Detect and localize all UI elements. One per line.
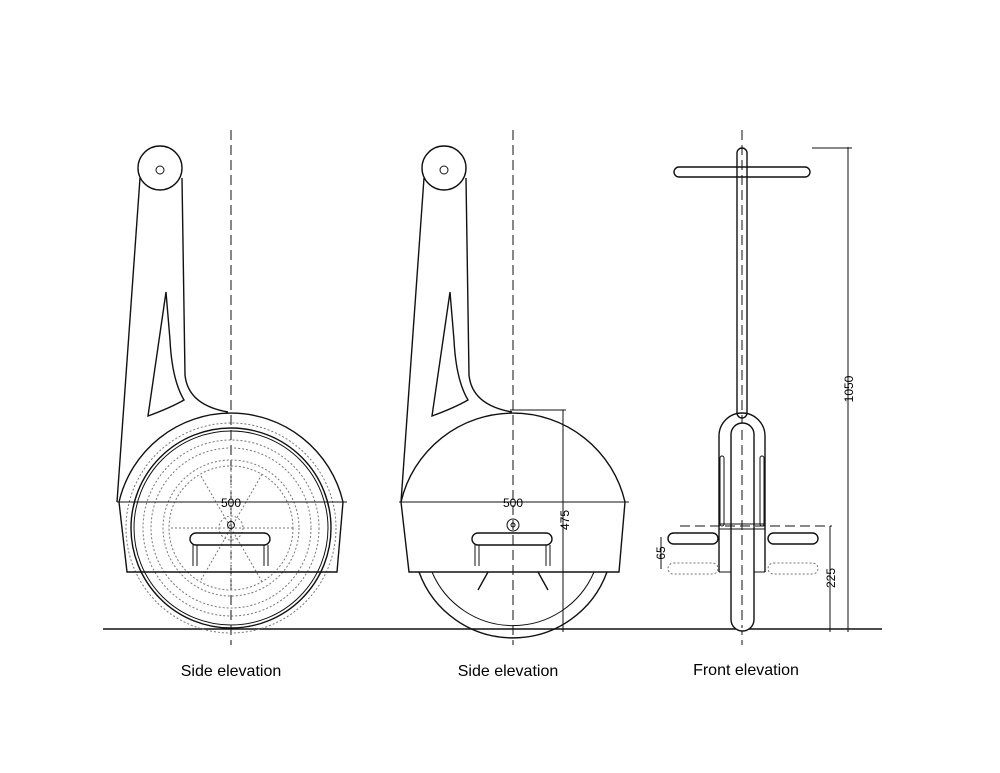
view-label: Front elevation xyxy=(693,662,799,679)
fork xyxy=(718,412,766,572)
footrest xyxy=(471,532,553,546)
dimension-total-height: 1050 xyxy=(842,375,856,402)
arm-cutout xyxy=(147,291,185,418)
front-elevation: 65 225 1050 Front elevation xyxy=(654,130,856,679)
footrest-right xyxy=(767,532,819,545)
steering-arm xyxy=(116,177,229,503)
handle-knob xyxy=(421,145,467,191)
footrest-right-lowered xyxy=(767,562,819,575)
footrest-left-lowered xyxy=(667,562,719,575)
handlebar xyxy=(673,166,811,178)
fender xyxy=(118,412,344,573)
dimension-platform-height: 225 xyxy=(824,568,838,588)
arm-cutout xyxy=(431,291,469,418)
wheel xyxy=(418,571,608,639)
view-label: Side elevation xyxy=(181,663,282,680)
dimension-height: 475 xyxy=(558,510,572,530)
footrest xyxy=(189,532,271,546)
hub xyxy=(227,521,235,529)
wheel xyxy=(130,427,332,629)
fender xyxy=(400,412,626,573)
dimension-offset: 65 xyxy=(654,546,668,560)
dimension-width: 500 xyxy=(503,496,523,510)
hub xyxy=(506,518,520,532)
dimension-width: 500 xyxy=(221,496,241,510)
steering-pole xyxy=(736,147,748,419)
steering-arm xyxy=(400,177,513,503)
view-label: Side elevation xyxy=(458,663,559,680)
side-elevation-outline: 500 475 Side elevation xyxy=(399,130,629,680)
footrest-left xyxy=(667,532,719,545)
side-elevation-detailed: 500 Side elevation xyxy=(116,130,347,680)
handle-knob xyxy=(137,145,183,191)
